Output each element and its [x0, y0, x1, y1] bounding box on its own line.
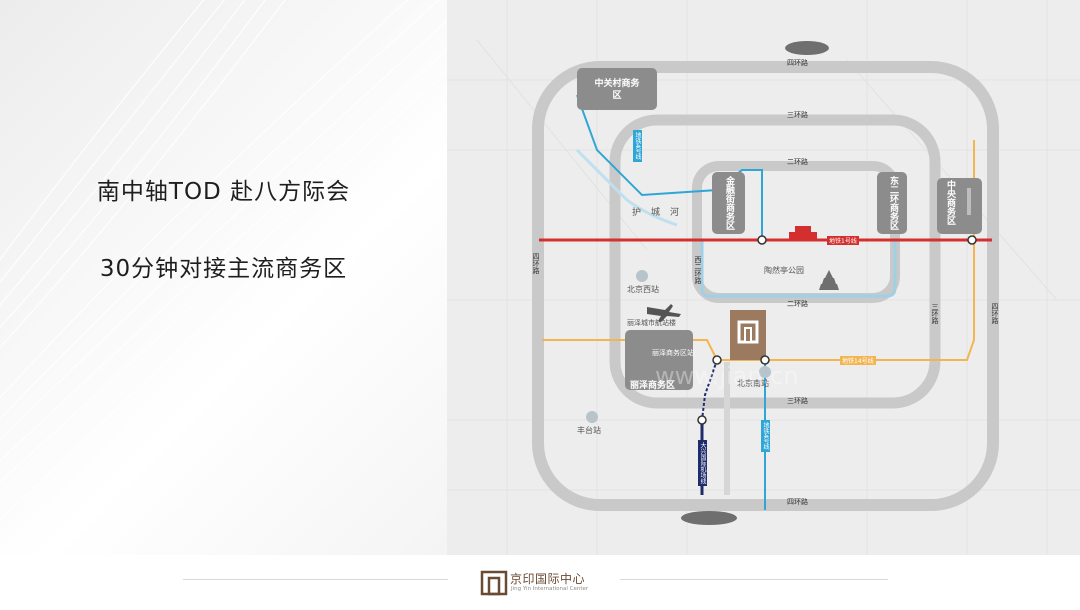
label-lize-station: 丽泽商务区站 [652, 349, 694, 357]
location-map: 四环路 四环路 四环路 四环路 三环路 三环路 三环路 二环路 二环路 西二环路… [447, 0, 1080, 555]
label-metro-line-1: 地铁1号线 [827, 236, 859, 245]
label-fourth-ring-left: 四环路 [532, 253, 540, 274]
label-zhongguancun: 中关村商务区 [594, 79, 640, 101]
district-zhongguancun [577, 68, 657, 110]
map-canvas [447, 0, 1080, 555]
temple-of-heaven-icon [819, 270, 839, 290]
footer-divider-left [183, 579, 448, 580]
label-second-ring-bottom: 二环路 [787, 300, 808, 308]
birds-nest-icon [785, 41, 829, 55]
daxing-airport-icon [681, 511, 737, 525]
label-fengtai: 丰台站 [577, 426, 601, 435]
label-fourth-ring-bottom: 四环路 [787, 498, 808, 506]
label-third-ring-top: 三环路 [787, 111, 808, 119]
label-lize-terminal: 丽泽城市航站楼 [627, 319, 676, 327]
headline-line-2: 30分钟对接主流商务区 [99, 256, 348, 282]
watermark: www.jian.cn [655, 362, 799, 390]
label-fourth-ring-right: 四环路 [991, 303, 999, 324]
district-east-second-ring [877, 172, 907, 234]
label-fourth-ring-top: 四环路 [787, 59, 808, 67]
label-third-ring-right: 三环路 [931, 303, 939, 324]
train-station-icon [586, 270, 771, 423]
moat-river [700, 240, 897, 298]
district-lize [625, 330, 693, 390]
label-airport-express: 大兴国际机场线 [698, 440, 707, 486]
label-moat: 护城河 [632, 208, 690, 218]
project-site-marker [730, 310, 766, 360]
label-taoranting: 陶然亭公园 [764, 266, 804, 275]
decorative-waves [0, 0, 447, 555]
label-beijing-south: 北京南站 [737, 379, 769, 388]
label-metro-line-4-north: 地铁4号线 [633, 130, 642, 162]
label-metro-line-4-south: 地铁4号线 [761, 420, 770, 452]
district-jinrongjie [712, 172, 745, 234]
label-second-ring-top: 二环路 [787, 158, 808, 166]
brand-name: 京印国际中心 [510, 572, 586, 586]
airplane-icon [647, 304, 681, 322]
label-lize: 丽泽商务区 [630, 381, 676, 391]
headline-line-1: 南中轴TOD 赴八方际会 [96, 179, 351, 205]
brand-subtitle: Jing Yin International Center [511, 586, 589, 592]
brand-logo-icon [480, 570, 508, 596]
label-beijing-west: 北京西站 [627, 285, 659, 294]
footer-divider-right [620, 579, 888, 580]
third-ring-road [609, 114, 941, 409]
label-metro-line-14: 地铁14号线 [840, 356, 876, 365]
label-jinrongjie: 金融街商务区 [724, 176, 734, 230]
footer [0, 555, 1080, 610]
river-northwest [575, 148, 678, 227]
station-points [697, 235, 977, 425]
district-cbd [937, 178, 982, 234]
intro-panel: 南中轴TOD 赴八方际会 30分钟对接主流商务区 [0, 0, 447, 555]
label-cbd: 中央商务区 [945, 180, 955, 225]
label-west-second-ring: 西二环路 [694, 256, 702, 284]
tiananmen-marker [789, 226, 817, 240]
label-east-second-ring: 东二环商务区 [888, 176, 898, 230]
label-third-ring-bottom: 三环路 [787, 397, 808, 405]
